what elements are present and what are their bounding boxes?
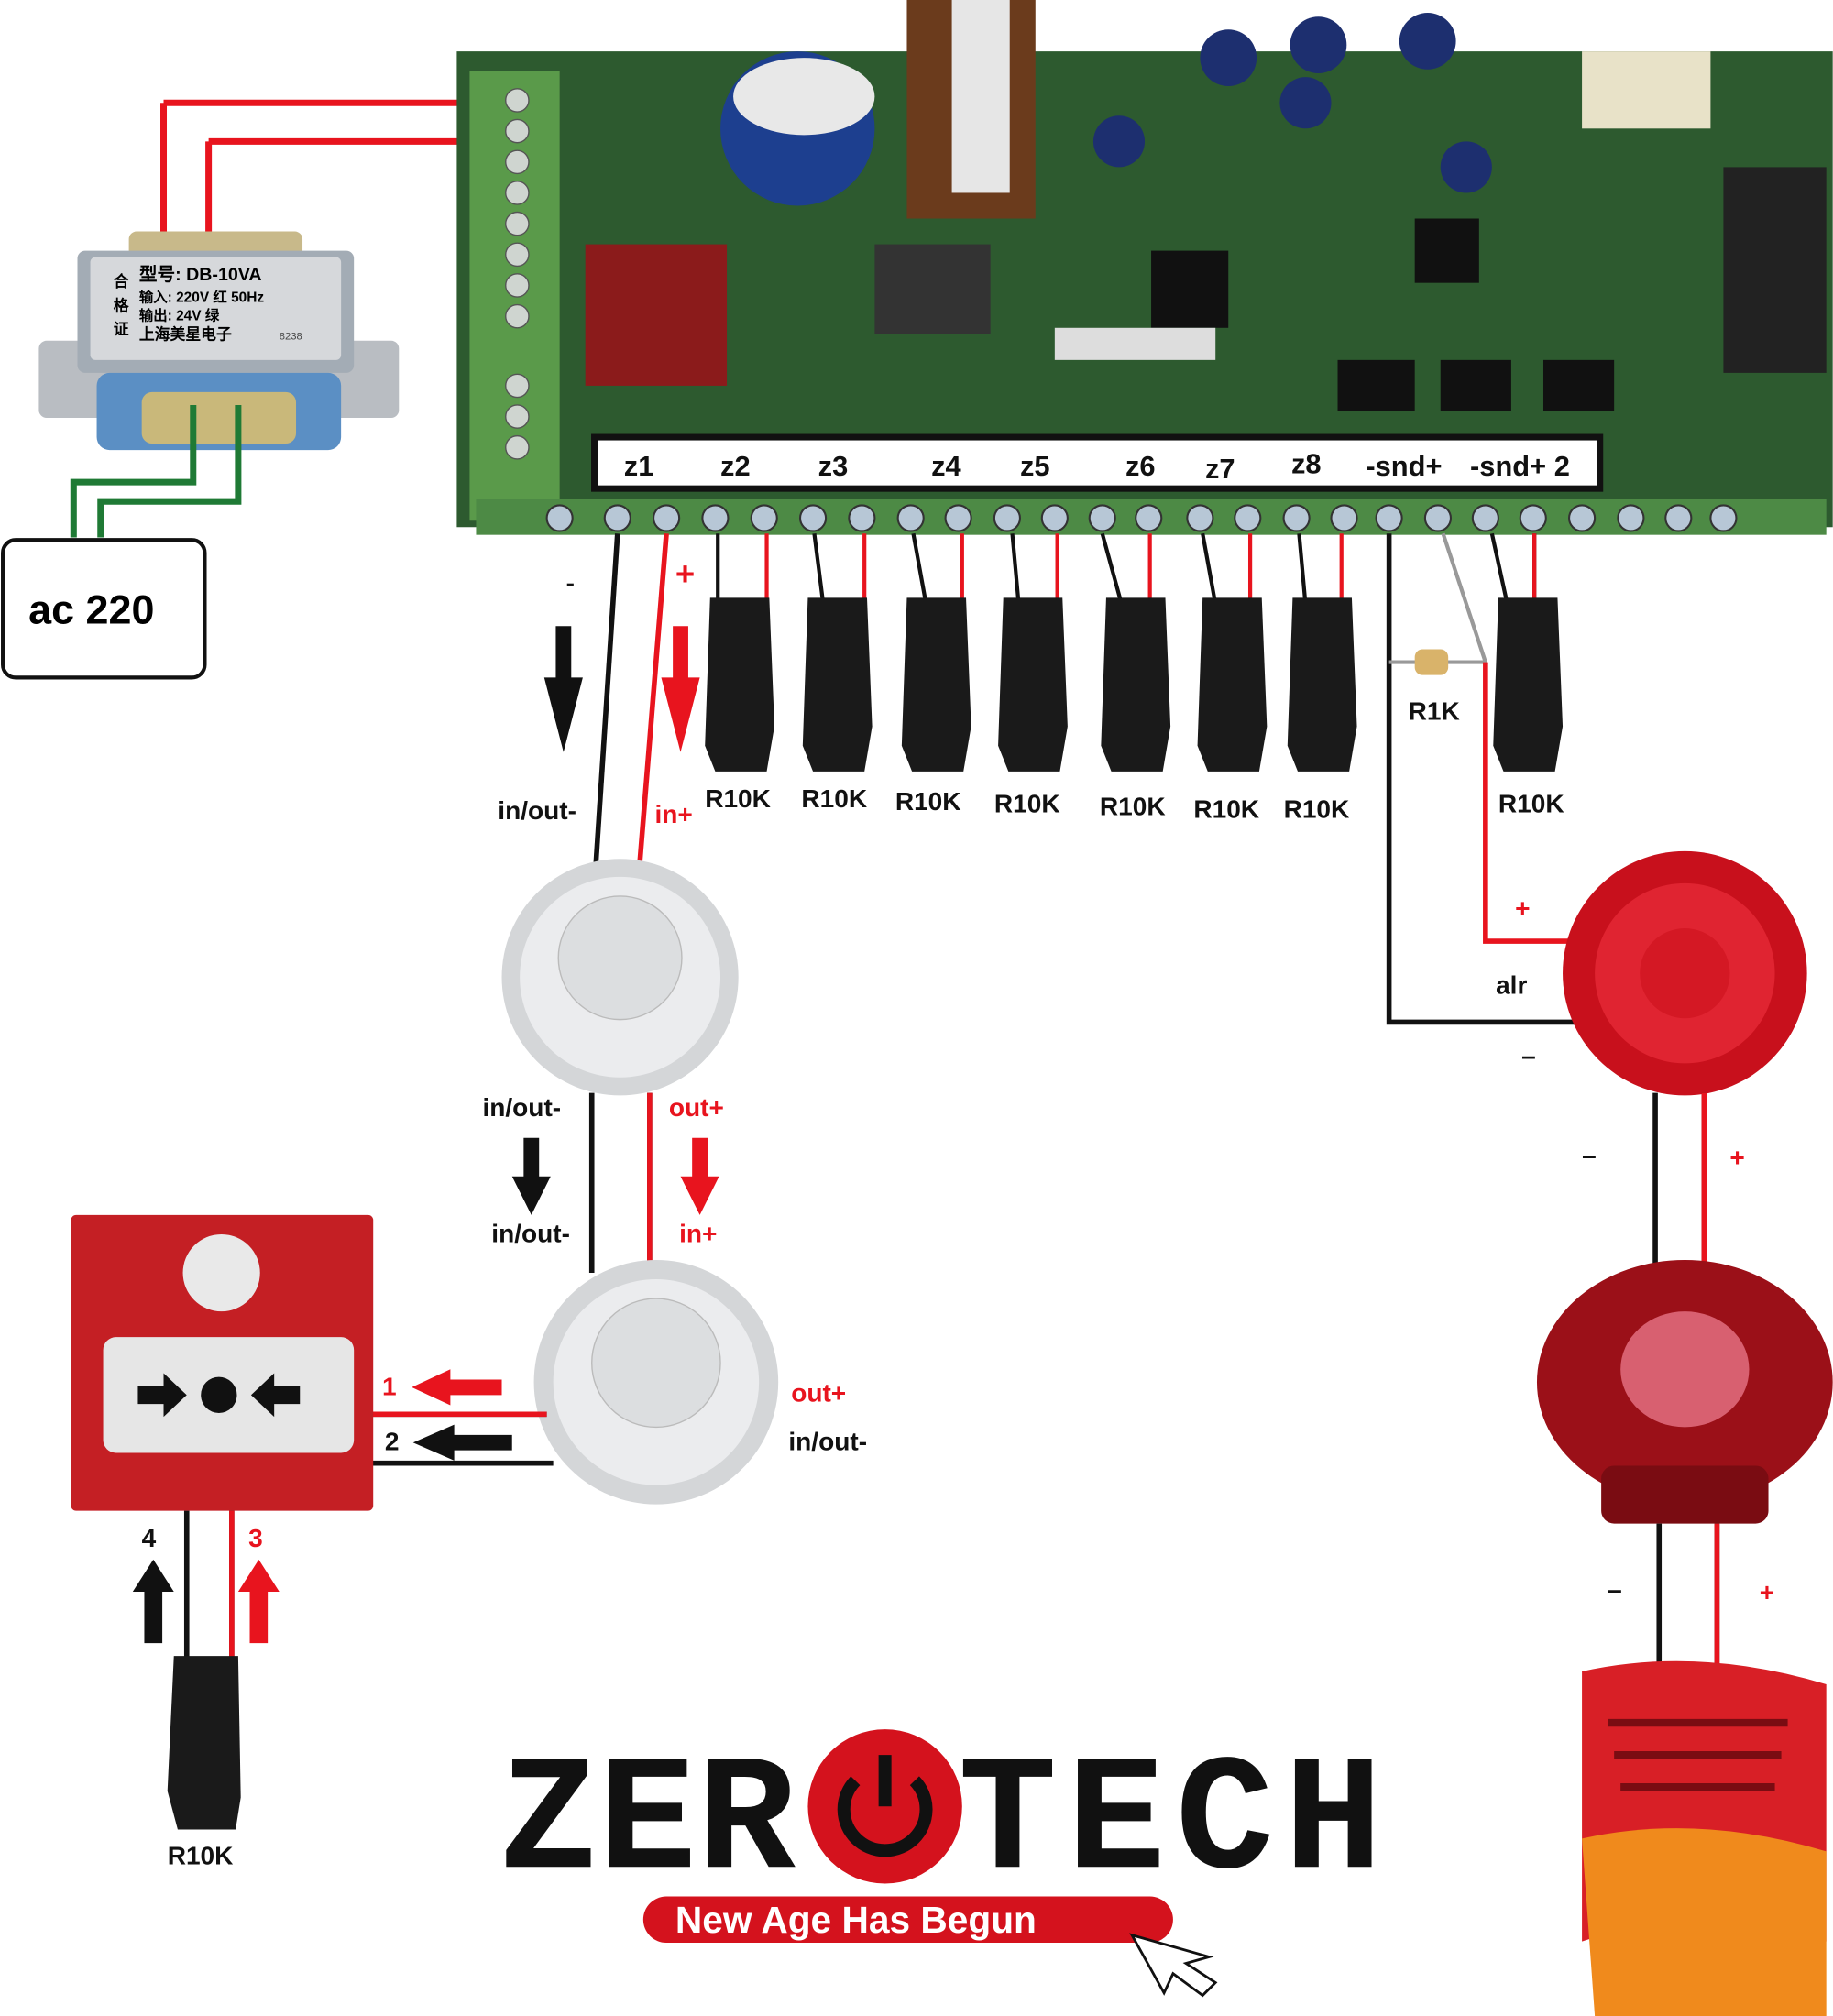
press-arrows-icon [137,1373,301,1418]
transformer-output: 输出: 24V 绿 [139,306,220,323]
arrow-down-icon [511,1137,551,1215]
arrow-down-icon [680,1137,719,1215]
resistor-label: R10K [1284,794,1350,823]
logo-text-left: ZER [499,1729,796,1916]
terminal-z4: z4 [931,450,961,482]
cursor-icon [1129,1933,1218,1998]
call-point-terminal-2: 2 [385,1428,400,1456]
transformer-model: 型号: DB-10VA [139,264,262,285]
strobe-light [1563,850,1807,1096]
resistor-z5 [998,597,1068,772]
sounder1-plus: + [1729,1144,1744,1172]
arrow-down-icon [543,626,583,752]
strobe-plus: + [1515,893,1530,922]
barcode-label [1054,327,1216,360]
smoke-detector-1 [501,859,739,1096]
r1k-label: R1K [1409,697,1460,726]
detector2-pos-in: in+ [679,1219,717,1247]
resistor-label: R10K [1193,794,1259,823]
transformer-maker: 上海美星电子 [139,324,232,343]
z1-pos-label: in+ [654,800,692,828]
resistor-z6 [1101,597,1171,772]
transformer-red-wires [160,103,213,235]
siren-resistor-label: R10K [1498,790,1564,818]
cert-char: 证 [114,321,129,338]
smoke-detector-2 [533,1260,779,1505]
call-point-terminal-3: 3 [248,1524,263,1552]
resistor-label: R10K [895,787,961,816]
terminal-z6: z6 [1125,450,1156,482]
arrow-down-icon [661,626,700,752]
detector1-neg-out: in/out- [482,1093,561,1122]
terminal-z7: z7 [1205,453,1235,485]
terminal-z5: z5 [1020,450,1050,482]
arrow-left-icon [412,1424,512,1461]
terminal-z3: z3 [818,450,849,482]
sounder1-minus: – [1582,1141,1597,1169]
logo-tagline: New Age Has Begun [675,1899,1037,1941]
resistor-label: R10K [994,790,1060,818]
detector2-pos-out: out+ [791,1378,846,1407]
ac-220-label: ac 220 [28,586,154,632]
call-point-terminal-1: 1 [382,1372,397,1400]
terminal-snd1: -snd+ [1366,450,1442,482]
resistor-label: R10K [801,784,867,813]
call-point-resistor [167,1656,241,1830]
resistor-z2 [705,597,774,772]
z1-minus: - [566,568,575,597]
detector2-neg-out: in/out- [788,1428,867,1456]
siren-horn [1582,1660,1827,2016]
resistor-z4 [901,597,971,772]
terminal-z2: z2 [720,450,751,482]
arrow-up-icon [132,1559,174,1644]
arrow-up-icon [237,1559,280,1644]
cert-char: 格 [114,297,130,315]
zone-resistors: R10K R10K R10K R10K R10K R10K R10K [705,532,1357,823]
transformer-green-wires [70,404,242,538]
sounder-bell [1536,1260,1833,1524]
z1-plus: + [675,554,695,592]
resistor-label: R10K [1100,793,1166,821]
terminal-z8: z8 [1291,447,1322,479]
tagline-pill [642,1896,1173,1944]
transformer-input: 输入: 220V 红 50Hz [139,289,265,306]
z1-neg-label: in/out- [498,796,576,825]
transformer: 合 格 证 型号: DB-10VA 输入: 220V 红 50Hz 输出: 24… [38,99,470,538]
call-point-resistor-label: R10K [168,1841,234,1869]
cert-char: 合 [114,272,129,290]
relays [585,244,728,386]
control-panel-pcb [456,0,1833,528]
call-point-terminal-4: 4 [142,1524,157,1552]
strobe-alr-label: alr [1496,971,1527,1000]
siren-wiring: R1K R10K + alr – – + – + [1386,532,1833,2016]
sounder2-minus: – [1608,1575,1622,1604]
detector1-pos-out: out+ [669,1093,724,1122]
resistor-z8 [1287,597,1357,772]
ac-220-power-box: ac 220 [1,538,207,680]
terminal-snd2: -snd+ 2 [1470,450,1570,482]
terminal-label-bar: z1 z2 z3 z4 z5 z6 z7 z8 -snd+ -snd+ 2 [591,433,1604,492]
zerotech-logo: ZER TECH New Age Has Begun [499,1729,1383,1998]
resistor-z7 [1197,597,1268,772]
zone1-loop-wiring: - + in/out- in+ [498,533,700,1274]
terminal-screws [476,499,1827,535]
terminal-z1: z1 [624,450,654,482]
resistor-z3 [802,597,873,772]
sounder2-plus: + [1760,1578,1774,1606]
r1k-resistor [1414,649,1449,675]
siren-resistor [1493,597,1564,772]
logo-text-right: TECH [959,1729,1383,1916]
detector2-neg-in: in/out- [491,1219,570,1247]
resistor-label: R10K [705,784,771,813]
transformer-code: 8238 [280,331,302,342]
strobe-minus: – [1521,1042,1536,1070]
arrow-left-icon [412,1369,502,1406]
manual-call-point: 1 2 4 3 R10K [71,1214,554,1869]
